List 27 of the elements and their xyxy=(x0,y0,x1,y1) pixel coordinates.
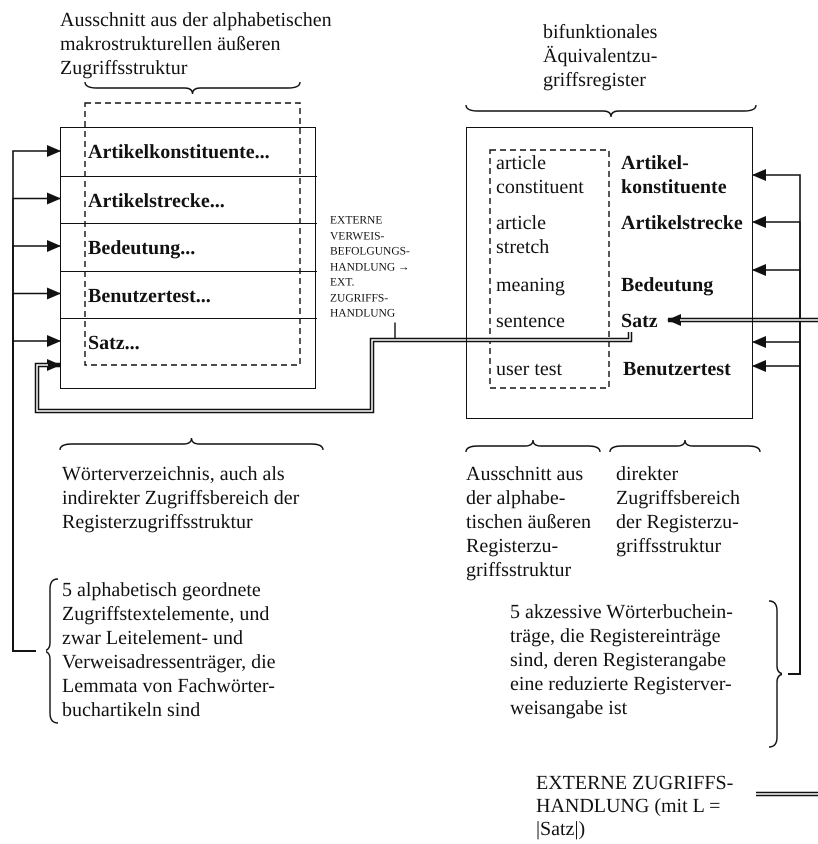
double-line-arrow xyxy=(34,332,632,414)
caption-text: direkter Zugriffsbereich der Registerzu- griffsstruktur xyxy=(616,462,742,558)
lemma-text: Artikel- konstituente xyxy=(621,151,749,199)
double-line-arrow xyxy=(667,314,818,326)
equivalent-text: sentence xyxy=(496,309,606,333)
entry-row: Benutzertest... xyxy=(61,271,317,318)
equivalent-text: article stretch xyxy=(496,211,596,259)
lemma-text: Bedeutung xyxy=(621,273,731,297)
entry-row: Bedeutung... xyxy=(61,223,317,271)
lemma-text: Artikelstrecke xyxy=(621,211,751,235)
caption-text: Ausschnitt aus der alphabetischen makrostrukturellen äußeren Zugriffsstruktur xyxy=(60,8,333,80)
bracketed-note: 5 alphabetisch geordnete Zugriffstextelemente, und zwar Leitelement- und Verweisadressenträger, die Lemmata von Fachwörter- buchartikeln sind xyxy=(36,578,298,724)
entry-row: Artikelstrecke... xyxy=(61,176,317,223)
caption-text: bifunktionales Äquivalentzu- griffsregister xyxy=(543,20,658,92)
action-text: EXTERNE ZUGRIFFS- HANDLUNG (mit L = |Satz|) xyxy=(536,772,750,841)
caption-text: Wörterverzeichnis, auch als indirekter Zugriffsbereich der Registerzugriffsstruktur xyxy=(62,462,300,534)
caption-text: Ausschnitt aus der alphabe- tischen äußeren Registerzu- griffsstruktur xyxy=(466,462,592,582)
equivalent-text: user test xyxy=(496,357,606,381)
equivalent-text: meaning xyxy=(496,273,606,297)
entry-row: Artikelkonstituente... xyxy=(61,128,317,176)
entry-row: Satz... xyxy=(61,318,317,366)
bracketed-note: 5 akzessive Wörterbuchein- träge, die Registereinträge sind, deren Registerangabe eine reduzierte Registerver- weisangabe ist xyxy=(510,600,788,748)
list-box xyxy=(60,127,316,389)
equivalent-text: article constituent xyxy=(496,151,608,199)
lemma-text: Benutzertest xyxy=(623,357,745,381)
lemma-text: Satz xyxy=(621,309,667,333)
register-box xyxy=(466,127,753,419)
